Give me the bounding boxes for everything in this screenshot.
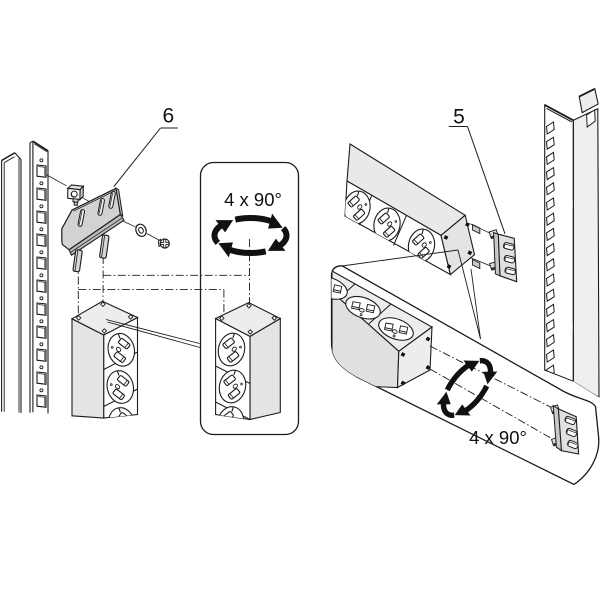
svg-text:5: 5 (453, 106, 465, 129)
svg-text:6: 6 (162, 105, 174, 128)
svg-text:4 x 90°: 4 x 90° (224, 189, 282, 210)
svg-text:4 x 90°: 4 x 90° (469, 427, 527, 448)
